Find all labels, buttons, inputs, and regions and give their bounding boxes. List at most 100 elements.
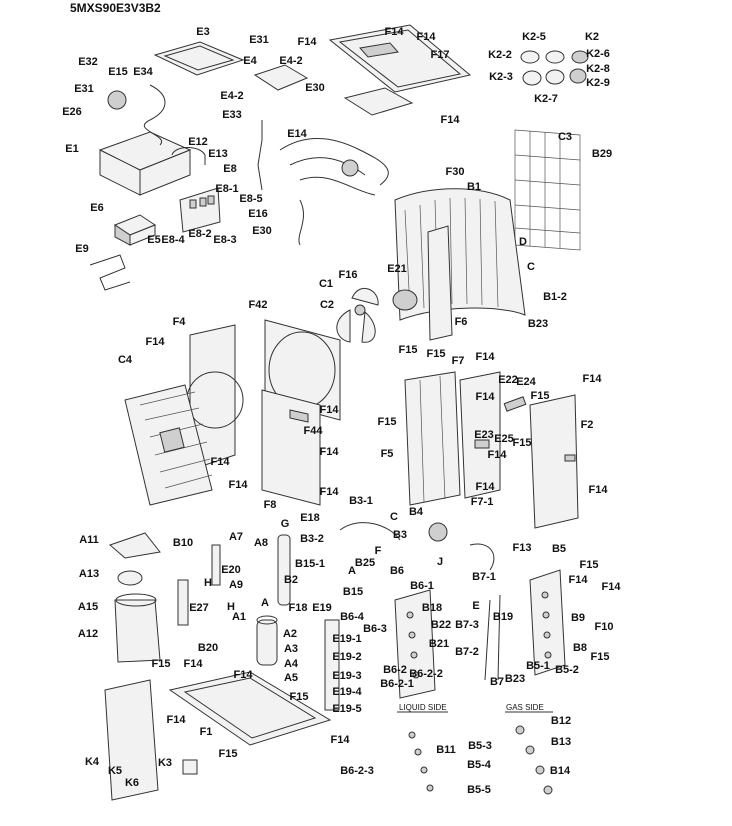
callout-label: F14 <box>385 26 405 38</box>
heater-cable-part <box>89 254 131 291</box>
refrigerant-pipe-part <box>339 522 401 541</box>
callout-label: E8-3 <box>213 234 236 246</box>
fan-guard-part <box>124 384 213 506</box>
callout-label: F14 <box>320 486 340 498</box>
callout-label: F7 <box>452 355 465 367</box>
callout-label: E5 <box>147 234 160 246</box>
callout-label: B10 <box>173 537 193 549</box>
callout-label: E30 <box>252 225 272 237</box>
top-frame-part <box>153 41 245 76</box>
callout-label: F15 <box>531 390 550 402</box>
liquid-side-section: LIQUID SIDE <box>397 703 448 792</box>
callout-label: E8 <box>223 163 236 175</box>
callout-label: F1 <box>200 726 213 738</box>
callout-label: E8-2 <box>188 228 211 240</box>
callout-label: E25 <box>494 433 514 445</box>
callout-label: F15 <box>513 437 532 449</box>
callout-label: B5 <box>552 543 566 555</box>
callout-label: B5-4 <box>467 759 492 771</box>
callout-label: E13 <box>208 148 228 160</box>
valve-panel-part <box>459 371 501 499</box>
callout-label: K5 <box>108 765 122 777</box>
pipe-part <box>469 543 495 571</box>
callout-label: A11 <box>79 534 99 546</box>
valve-block-part <box>394 589 436 699</box>
callout-label: F14 <box>441 114 461 126</box>
callout-label: K6 <box>125 777 139 789</box>
callout-label: E24 <box>516 376 536 388</box>
callout-label: E8-4 <box>161 234 185 246</box>
callout-label: C3 <box>558 131 572 143</box>
callout-label: B15 <box>343 586 363 598</box>
callout-label: B6-3 <box>363 623 387 635</box>
callout-label: F14 <box>589 484 609 496</box>
callout-label: A9 <box>229 579 243 591</box>
callout-label: A1 <box>232 611 246 623</box>
callout-label: E <box>472 600 479 612</box>
callout-label: B6-4 <box>340 611 365 623</box>
callout-label: F14 <box>229 479 249 491</box>
four-way-valve-part <box>428 522 448 542</box>
callout-label: F14 <box>476 351 496 363</box>
callout-label: E31 <box>74 83 94 95</box>
callout-label: E32 <box>78 56 98 68</box>
callout-label: F10 <box>595 621 614 633</box>
callout-label: F14 <box>167 714 187 726</box>
callout-label: A13 <box>79 568 99 580</box>
expansion-pipe-part <box>484 594 501 681</box>
callout-label: F <box>375 545 382 557</box>
callout-label: F14 <box>234 669 254 681</box>
callout-label: A8 <box>254 537 268 549</box>
callout-label: B6 <box>390 565 404 577</box>
callout-label: B6-2-3 <box>340 765 374 777</box>
callout-label: B12 <box>551 715 571 727</box>
compressor-part <box>256 615 278 666</box>
callout-label: F8 <box>264 499 277 511</box>
callout-label: C <box>390 511 398 523</box>
pcb-board-part <box>179 187 221 233</box>
callout-label: A3 <box>284 643 298 655</box>
callout-label: E16 <box>248 208 268 220</box>
callout-label: F14 <box>298 36 318 48</box>
callout-label: E26 <box>62 106 82 118</box>
callout-label: B6-2-2 <box>409 668 443 680</box>
callout-label: B15-1 <box>295 558 325 570</box>
callout-label: B7-1 <box>472 571 496 583</box>
callout-label: E31 <box>249 34 269 46</box>
callout-label: K3 <box>158 757 172 769</box>
callout-label: C4 <box>118 354 133 366</box>
callout-label: B7 <box>490 676 504 688</box>
callout-label: B6-2-1 <box>380 678 414 690</box>
callout-label: F30 <box>446 166 465 178</box>
reactor-block-part <box>113 214 157 246</box>
gas-accumulator-part <box>277 534 291 606</box>
callout-label: F15 <box>152 658 171 670</box>
callout-label: B1-2 <box>543 291 567 303</box>
side-panel-part <box>404 371 461 506</box>
small-fan-part <box>107 90 127 110</box>
callout-label: B22 <box>431 619 451 631</box>
propeller-fan-part <box>336 287 379 343</box>
callout-label: F14 <box>569 574 589 586</box>
callout-label: K2-8 <box>586 63 610 75</box>
callout-label: E18 <box>300 512 320 524</box>
callout-label: F14 <box>331 734 351 746</box>
callout-label: E3 <box>196 26 209 38</box>
label-part <box>182 759 198 775</box>
callout-label: K2-5 <box>522 31 546 43</box>
callout-label: E19-5 <box>332 703 361 715</box>
callout-label: F17 <box>431 49 450 61</box>
callout-label: A15 <box>78 601 98 613</box>
callout-label: F14 <box>476 391 496 403</box>
bracket-plate-part <box>253 64 309 91</box>
callout-label: F13 <box>513 542 532 554</box>
callout-label: F14 <box>488 449 508 461</box>
callout-label: B18 <box>422 602 442 614</box>
callout-label: B23 <box>505 673 525 685</box>
callout-label: B11 <box>436 744 456 756</box>
callout-label: B5-5 <box>467 784 491 796</box>
callout-label: E1 <box>65 143 78 155</box>
k2-parts-group <box>520 50 589 86</box>
callout-label: H <box>227 601 235 613</box>
